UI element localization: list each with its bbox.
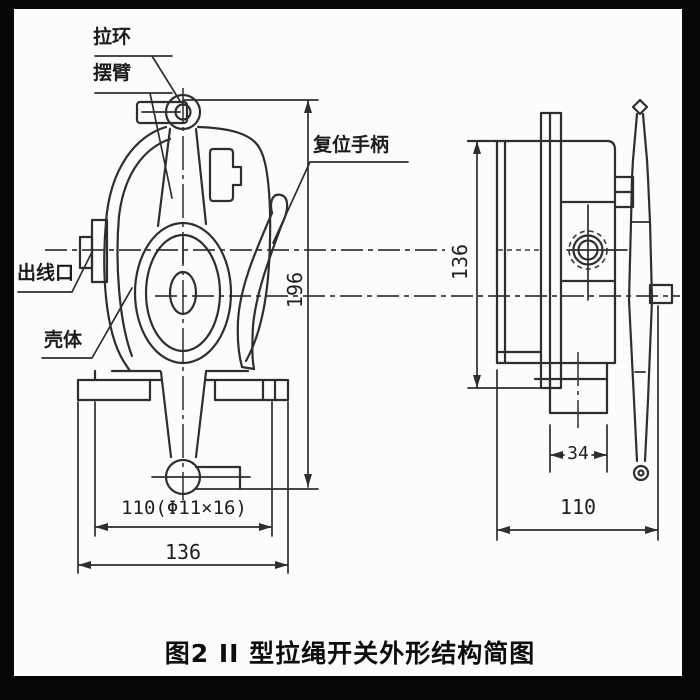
figure-caption: 图2 II 型拉绳开关外形结构简图 xyxy=(164,639,536,668)
dim-side-depth: 110 xyxy=(559,495,597,519)
side-view xyxy=(466,98,674,482)
reset-handle-knob xyxy=(269,193,289,226)
mounting-base xyxy=(76,378,290,402)
side-terminal-box xyxy=(613,175,635,209)
drum-inner xyxy=(144,233,222,353)
dim-110s-lines xyxy=(496,305,659,541)
wire-outlet-nozzle xyxy=(78,235,94,270)
arrow-up xyxy=(473,141,481,154)
arrow-up xyxy=(304,100,312,113)
arrow-left xyxy=(95,523,108,531)
boss-crosshair xyxy=(566,204,628,301)
arrow-right xyxy=(275,561,288,569)
lever-left-edge xyxy=(627,112,639,463)
leader-housing xyxy=(41,287,133,359)
dim-front-width: 136 xyxy=(164,540,202,564)
arrow-left xyxy=(497,526,510,534)
leader-reset-handle xyxy=(272,161,409,244)
label-housing: 壳体 xyxy=(44,329,83,351)
dim-side-height: 136 xyxy=(448,243,472,281)
leader-pull-ring xyxy=(94,55,181,102)
drum-outer xyxy=(133,221,233,365)
label-leaders xyxy=(17,55,409,359)
swing-arm-shape xyxy=(135,100,189,125)
lower-arm xyxy=(159,370,208,459)
arrow-left xyxy=(78,561,91,569)
dim-front-hole-spacing: 110(Φ11×16) xyxy=(121,497,247,519)
slot-left xyxy=(156,127,172,228)
dim-34-lines xyxy=(549,424,608,473)
side-body-inner-lines xyxy=(495,200,617,354)
lever-ball-end xyxy=(632,464,650,482)
side-bottom-bracket xyxy=(533,361,609,415)
mounting-plate xyxy=(539,111,563,390)
lever-joints xyxy=(630,221,651,373)
reset-handle-back-edge xyxy=(251,222,284,371)
reset-handle-tip xyxy=(240,365,256,371)
label-swing-arm: 摆臂 xyxy=(93,62,132,84)
lever-tip-diamond xyxy=(631,98,649,116)
dim-front-height: 196 xyxy=(283,271,307,309)
housing-bottom-edges xyxy=(93,369,250,382)
dim-side-bracket-width: 34 xyxy=(567,443,589,464)
arrow-right xyxy=(645,526,658,534)
arrow-left xyxy=(550,451,563,459)
housing-inner-wall xyxy=(116,137,172,358)
housing-outline-right xyxy=(196,125,272,363)
dim-110f-lines xyxy=(94,401,273,537)
arrow-down xyxy=(304,474,312,487)
reset-handle-front-edge xyxy=(236,211,274,369)
lever-right-edge xyxy=(641,112,654,463)
label-reset-handle: 复位手柄 xyxy=(313,134,390,156)
arrow-right xyxy=(259,523,272,531)
side-body-top xyxy=(466,139,617,152)
wire-outlet-feature xyxy=(78,218,109,284)
front-view xyxy=(45,88,680,500)
shaft-hole xyxy=(168,270,198,316)
arrow-down xyxy=(473,375,481,388)
side-body-outline xyxy=(495,139,617,365)
arrow-right xyxy=(594,451,607,459)
latch-block xyxy=(208,147,243,203)
leader-swing-arm xyxy=(94,92,173,199)
label-wire-outlet: 出线口 xyxy=(17,262,75,284)
cam-bracket xyxy=(194,465,242,491)
slot-right xyxy=(194,127,208,226)
lever-pivot-block xyxy=(648,283,674,305)
dim-136f-lines xyxy=(77,401,289,574)
leader-wire-outlet xyxy=(17,251,93,293)
lever-ball-center xyxy=(637,469,645,477)
label-pull-ring: 拉环 xyxy=(93,26,132,48)
